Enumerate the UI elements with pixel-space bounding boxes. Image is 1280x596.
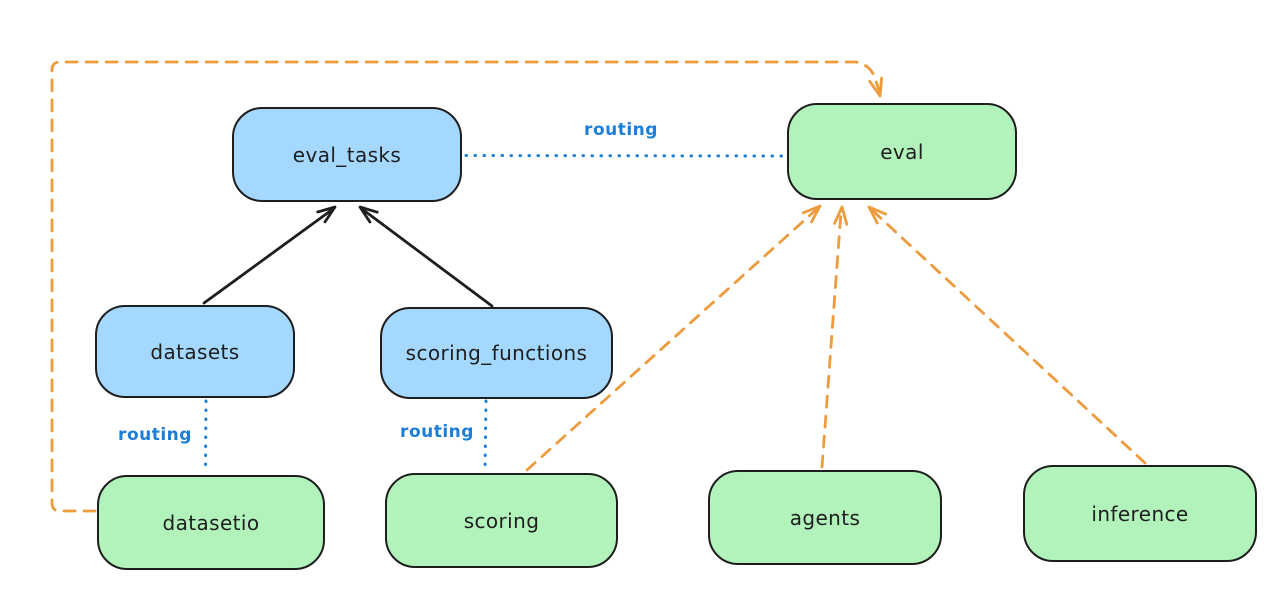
node-scoring-functions-label: scoring_functions: [405, 341, 588, 365]
node-scoring-functions: scoring_functions: [380, 307, 613, 399]
node-agents: agents: [708, 470, 942, 565]
routing-label-datasets-datasetio: routing: [118, 425, 192, 445]
edge-datasets-to-datasetio-routing: [204, 399, 208, 474]
node-inference-label: inference: [1091, 501, 1189, 526]
node-datasetio: datasetio: [97, 475, 325, 570]
edge-scoring-functions-to-eval-tasks: [358, 205, 494, 308]
edge-datasets-to-eval-tasks: [202, 205, 337, 305]
routing-label-eval-tasks-eval: routing: [584, 120, 658, 140]
node-datasets: datasets: [95, 305, 295, 398]
node-eval-tasks: eval_tasks: [232, 107, 462, 202]
node-agents-label: agents: [789, 505, 861, 530]
routing-label-scoring-functions-scoring: routing: [400, 422, 474, 442]
node-datasets-label: datasets: [150, 339, 240, 364]
edge-scoring-functions-to-scoring-routing: [483, 399, 488, 472]
node-eval: eval: [787, 103, 1017, 200]
edge-eval-tasks-to-eval-routing: [464, 154, 787, 158]
edge-inference-to-eval: [867, 205, 1147, 465]
node-scoring-label: scoring: [463, 508, 540, 533]
edge-agents-to-eval: [820, 205, 849, 469]
node-eval-label: eval: [880, 139, 924, 164]
edge-scoring-to-eval: [525, 204, 822, 472]
node-inference: inference: [1023, 465, 1257, 562]
edge-datasetio-to-eval: [50, 60, 883, 513]
node-scoring: scoring: [385, 473, 618, 568]
node-datasetio-label: datasetio: [162, 510, 260, 535]
node-eval-tasks-label: eval_tasks: [292, 142, 402, 167]
